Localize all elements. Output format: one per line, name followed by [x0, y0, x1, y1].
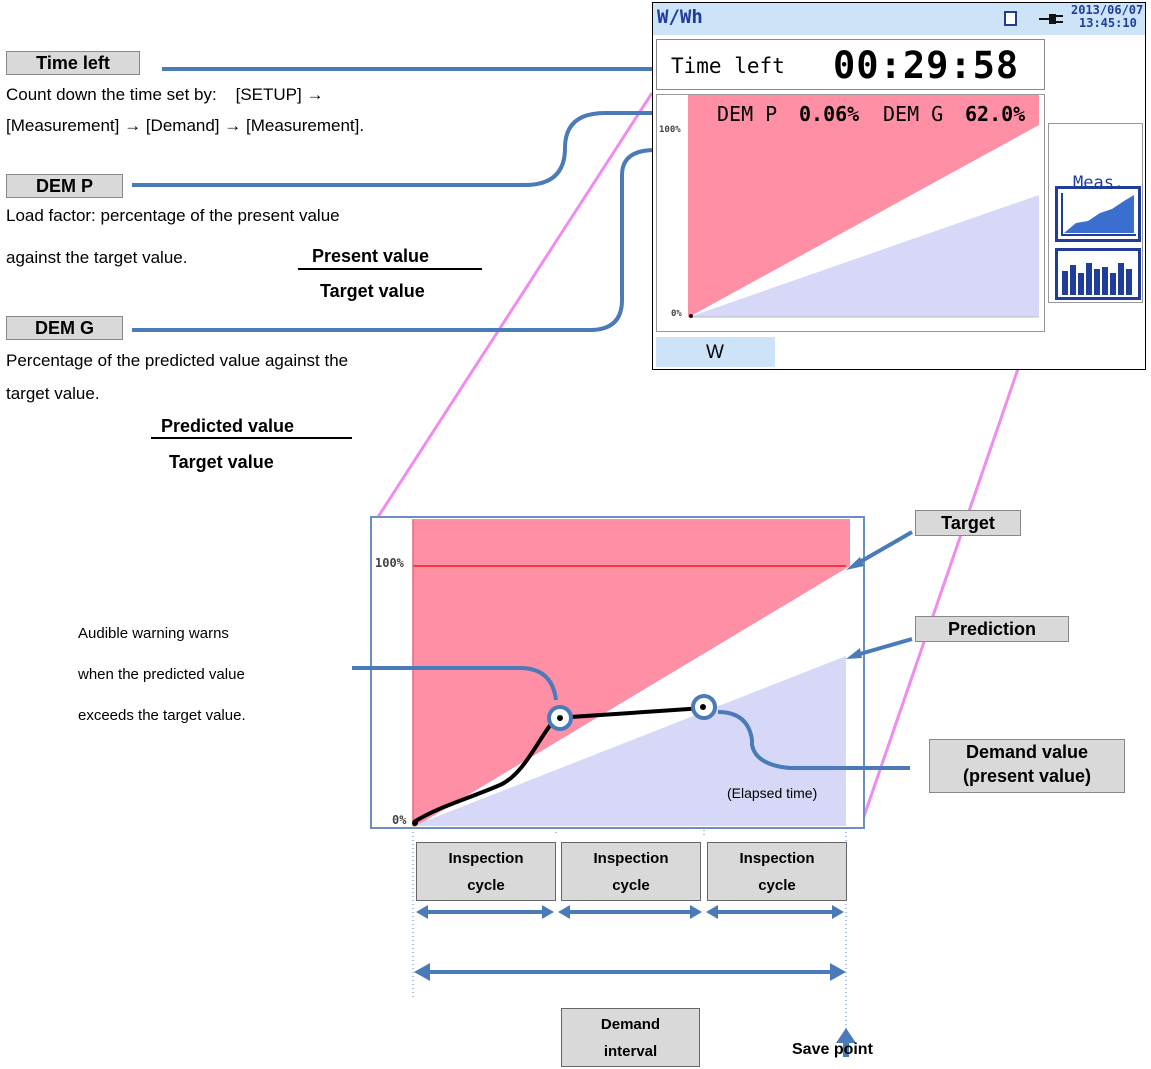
prediction-tag: Prediction [915, 616, 1069, 642]
inspection-arrows [416, 905, 844, 919]
demand-interval-line-1: Demand [600, 1016, 661, 1033]
time-left-value: 00:29:58 [833, 44, 1020, 87]
date-readout: 2013/06/07 [1071, 3, 1144, 17]
detail-axis-top: 100% [375, 556, 404, 570]
cycle-line-2: cycle [612, 877, 650, 894]
warning-text-3: exceeds the target value. [78, 707, 246, 724]
trend-graph-icon[interactable] [1055, 186, 1141, 242]
device-chart-frame: DEM P 0.06% DEM G 62.0% 100% 0% [656, 94, 1045, 332]
dem-g-tag: DEM G [6, 316, 123, 340]
time-left-desc-2: [Measurement] → [Demand] → [Measurement]… [6, 116, 365, 135]
cycle-line-1: Inspection [593, 850, 669, 867]
demand-value-tag: Demand value (present value) [929, 739, 1125, 793]
dem-g-denominator: Target value [169, 452, 274, 472]
bottom-tab-label: W [706, 342, 724, 363]
cycle-line-1: Inspection [448, 850, 524, 867]
demand-value-line-1: Demand value [965, 742, 1089, 762]
save-point-label: Save point [792, 1041, 873, 1058]
dem-p-fraction-bar [298, 268, 482, 270]
dem-g-desc-1: Percentage of the predicted value agains… [6, 351, 349, 370]
inspection-cycle-2: Inspection cycle [561, 842, 701, 901]
device-screen: W/Wh 2013/06/07 13:45:10 Time left 00:29… [652, 2, 1146, 370]
cycle-line-2: cycle [467, 877, 505, 894]
target-area [413, 519, 850, 828]
device-axis-top: 100% [659, 125, 681, 135]
bar-graph-icon[interactable] [1055, 248, 1141, 300]
bottom-tab-w[interactable]: W [656, 337, 775, 367]
inspection-cycle-3: Inspection cycle [707, 842, 847, 901]
dem-p-label: DEM P [717, 102, 778, 126]
demand-value-line-2: (present value) [962, 766, 1092, 786]
dem-p-desc-2: against the target value. [6, 248, 188, 267]
title-bar: W/Wh 2013/06/07 13:45:10 [653, 3, 1145, 35]
mode-title: W/Wh [657, 6, 703, 28]
dem-p-desc-1: Load factor: percentage of the present v… [6, 206, 340, 225]
cycle-line-1: Inspection [739, 850, 815, 867]
dem-p-denominator: Target value [320, 281, 425, 301]
side-panel: Meas. [1048, 123, 1143, 303]
time-readout: 13:45:10 [1079, 16, 1137, 30]
elapsed-time-label: (Elapsed time) [727, 785, 818, 801]
dem-readout-bar: DEM P 0.06% DEM G 62.0% [689, 99, 1039, 129]
memory-card-icon [1004, 11, 1017, 26]
dem-g-desc-2: target value. [6, 384, 100, 403]
device-axis-bottom: 0% [671, 309, 682, 319]
inspection-cycle-1: Inspection cycle [416, 842, 556, 901]
time-left-label: Time left [671, 54, 785, 78]
cycle-line-2: cycle [758, 877, 796, 894]
detail-axis-bottom: 0% [392, 813, 407, 827]
demand-interval-arrow [414, 963, 846, 981]
dem-g-value: 62.0% [965, 102, 1026, 126]
demand-interval-box: Demand interval [561, 1008, 700, 1067]
target-tag: Target [915, 510, 1021, 536]
time-left-desc-1: Count down the time set by: [SETUP] → [6, 85, 324, 104]
warning-text-2: when the predicted value [78, 666, 245, 683]
device-demand-chart [688, 95, 1039, 318]
demand-interval-line-2: interval [603, 1043, 658, 1060]
dem-g-fraction-bar [151, 437, 352, 439]
dem-p-numerator: Present value [312, 246, 430, 266]
save-point-arrow [836, 1028, 856, 1057]
prediction-area [413, 656, 846, 826]
power-plug-icon [1039, 14, 1063, 24]
dem-p-value: 0.06% [799, 102, 860, 126]
warning-text-1: Audible warning warns [78, 625, 229, 642]
dem-p-tag: DEM P [6, 174, 123, 198]
demand-curve [412, 706, 705, 824]
time-left-tag: Time left [6, 51, 140, 75]
dem-g-label: DEM G [883, 102, 944, 126]
dem-g-numerator: Predicted value [161, 416, 295, 436]
time-left-panel: Time left 00:29:58 [656, 39, 1045, 90]
